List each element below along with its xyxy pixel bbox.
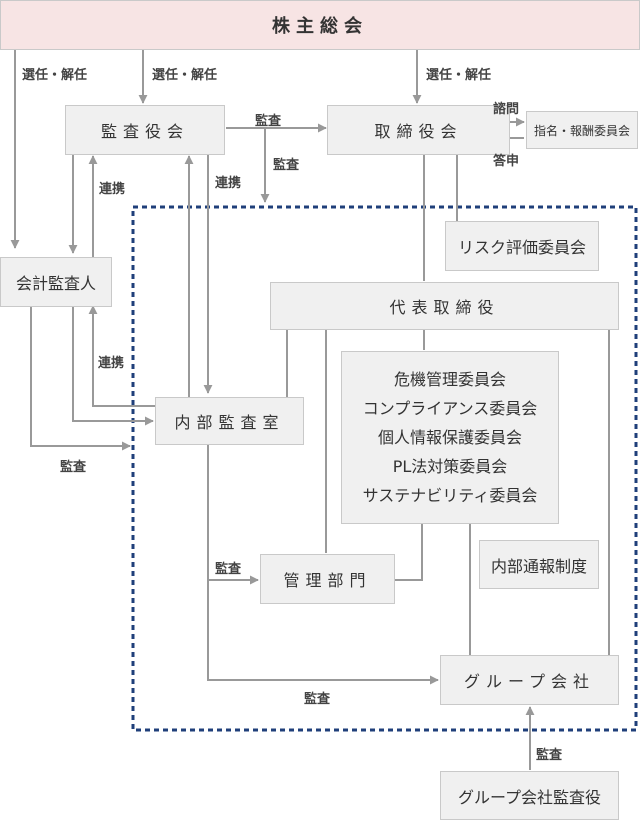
- arrow-internal-accounting: [88, 305, 155, 407]
- label-elect-dismiss-board: 選任・解任: [426, 68, 492, 83]
- label-audit-management: 監査: [215, 562, 242, 577]
- arrow-accounting-internal: [72, 306, 154, 426]
- board-of-directors-box: 取締役会: [327, 105, 510, 155]
- shareholders-meeting-box: 株主総会: [0, 0, 640, 50]
- group-auditors-box: グループ会社監査役: [440, 771, 619, 820]
- committee-compliance: コンプライアンス委員会: [362, 399, 538, 418]
- whistleblowing-box: 内部通報制度: [479, 540, 599, 589]
- group-companies-box: グループ会社: [440, 655, 619, 705]
- committee-sustainability: サステナビリティ委員会: [362, 486, 538, 505]
- committee-crisis: 危機管理委員会: [393, 370, 506, 389]
- label-audit-down: 監査: [273, 158, 300, 173]
- label-elect-dismiss-auditboard: 選任・解任: [152, 68, 218, 83]
- label-cooperate-accounting: 連携: [98, 356, 125, 371]
- committee-pl: PL法対策委員会: [392, 457, 508, 476]
- management-dept-box: 管理部門: [260, 554, 395, 604]
- label-audit-accountant: 監査: [60, 460, 87, 475]
- nomination-committee-box: 指名・報酬委員会: [526, 111, 638, 149]
- representative-director-box: 代表取締役: [270, 282, 619, 330]
- committee-list-box: 危機管理委員会 コンプライアンス委員会 個人情報保護委員会 PL法対策委員会 サ…: [341, 351, 559, 524]
- internal-audit-box: 内部監査室: [155, 397, 304, 445]
- line-committees-management: [395, 524, 423, 581]
- arrow-internal-group: [207, 580, 439, 685]
- label-audit-group-auditors: 監査: [536, 748, 563, 763]
- label-audit-group: 監査: [304, 692, 331, 707]
- arrow-accounting-audit: [30, 306, 131, 451]
- risk-committee-box: リスク評価委員会: [445, 221, 599, 271]
- label-cooperate-auditboard: 連携: [99, 182, 126, 197]
- label-audit-to-board: 監査: [255, 114, 282, 129]
- audit-board-box: 監査役会: [65, 105, 225, 155]
- label-report: 答申: [493, 154, 520, 169]
- accounting-auditor-box: 会計監査人: [0, 257, 112, 307]
- label-cooperate-internal: 連携: [215, 176, 242, 191]
- label-elect-dismiss-accounting: 選任・解任: [22, 68, 88, 83]
- committee-privacy: 個人情報保護委員会: [377, 428, 522, 447]
- label-consult: 諮問: [493, 102, 520, 117]
